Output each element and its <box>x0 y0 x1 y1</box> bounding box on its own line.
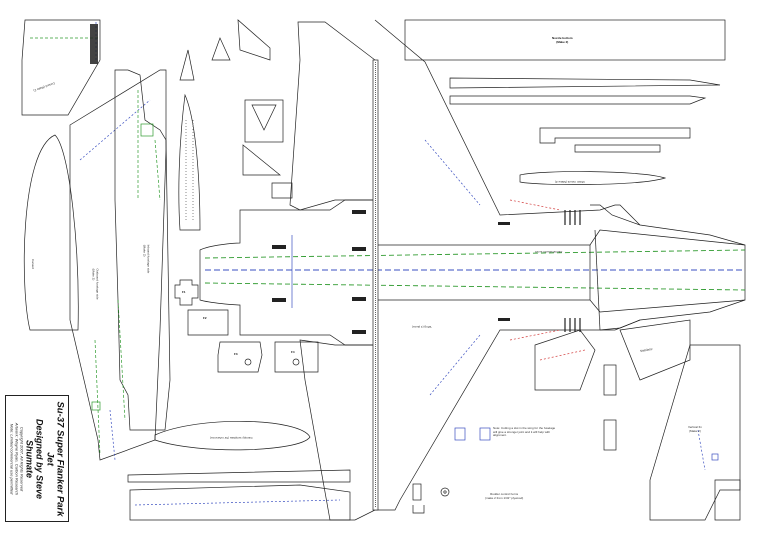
strip-b <box>449 95 707 105</box>
nose-piece-1 <box>179 49 195 81</box>
label-motor-mount: Motor mount (Make 2) <box>555 180 585 184</box>
label-fuselage-right: Inboard fuselage side (Make 2) <box>142 244 151 274</box>
former-f1 <box>174 279 199 306</box>
former-f2 <box>187 309 229 336</box>
strip-e <box>519 171 667 185</box>
label-note-wing: Note: Cutting a slot in the wing for the… <box>493 426 556 437</box>
label-f4: F4 <box>291 350 295 354</box>
stabilator <box>534 329 596 391</box>
fuselage-side-right <box>114 69 171 431</box>
title-text-group: Su-37 Super Flanker Park Jet Designed by… <box>9 399 66 519</box>
label-f2: F2 <box>203 316 207 320</box>
panel-2 <box>242 144 281 176</box>
title-line-3: Copyright 2007, All Rights Reserved <box>19 426 25 491</box>
label-f3: F3 <box>234 352 238 356</box>
main-wing <box>199 19 746 521</box>
stab-panel <box>619 319 691 381</box>
strip-a <box>449 77 721 89</box>
canopy-side-outline <box>23 134 79 331</box>
canopy-template <box>154 421 311 451</box>
title-line-1: Su-37 Super Flanker Park Jet <box>44 400 66 517</box>
former-f4 <box>274 341 319 373</box>
label-canopy: Canopy template (for reference) <box>210 436 253 440</box>
nose-piece-3 <box>211 37 231 61</box>
label-canard-bottom: Canard <box>30 259 35 269</box>
canard-piece <box>21 19 101 116</box>
label-rudder-horns: Rudder control horns (make 2 from 1/32" … <box>485 492 524 500</box>
title-line-2: Designed by Steve Shumate <box>24 418 45 499</box>
stab-strip-1 <box>127 469 351 483</box>
nozzle-bottom <box>404 19 726 61</box>
label-elevon-servo: Aileron/elevon servo <box>535 250 563 254</box>
label-f1: F1 <box>182 290 186 294</box>
stab-strip-2 <box>129 484 351 521</box>
strip-d <box>574 144 661 153</box>
vertical-fin <box>649 344 741 521</box>
strip-c <box>539 127 691 144</box>
label-vertical-fin: Vertical fin (Make 2) <box>688 425 702 433</box>
former-f3 <box>217 341 263 373</box>
nose-piece-4 <box>237 19 271 61</box>
label-nozzle-bottom: Nozzle bottom (Make 2) <box>552 36 573 44</box>
title-line-5: Note: Limited commercial use permitted <box>9 423 15 494</box>
title-line-4: Artwork: Wayne Ryan, Carbon Research <box>14 422 20 495</box>
title-block: Su-37 Super Flanker Park Jet Designed by… <box>5 395 69 522</box>
label-fuselage-left: Outboard fuselage side (Make 2) <box>91 268 100 300</box>
panel-1 <box>244 99 284 143</box>
nose-piece-2 <box>178 93 201 231</box>
fuselage-side-left <box>69 69 167 461</box>
label-wing: Wing (1 piece) <box>412 325 432 329</box>
